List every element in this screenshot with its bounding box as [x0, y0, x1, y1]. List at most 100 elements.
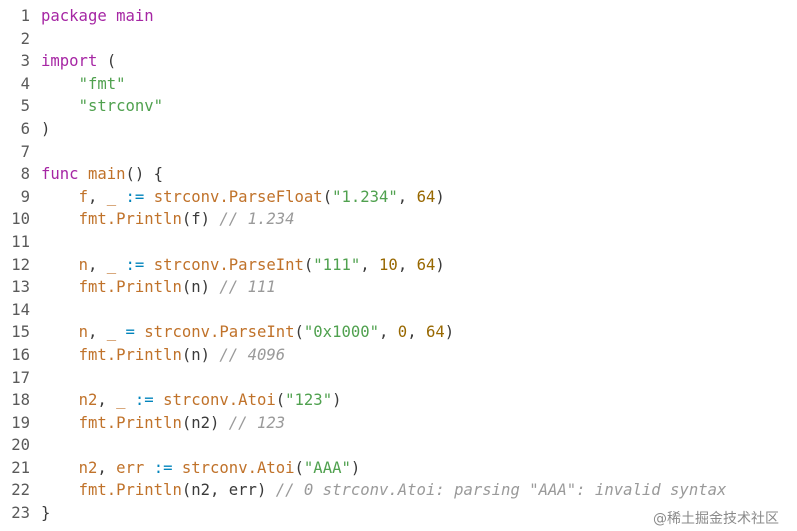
code-text[interactable]: } [41, 502, 50, 525]
code-token [41, 210, 79, 228]
code-token: // 123 [228, 413, 286, 432]
code-token [41, 75, 79, 93]
line-number: 19 [11, 413, 30, 432]
code-text[interactable]: import ( [41, 50, 116, 73]
code-line[interactable]: 19 fmt.Println(n2) // 123 [0, 412, 797, 435]
code-token: ) [435, 255, 445, 274]
code-token: 0 [397, 323, 408, 342]
code-line[interactable]: 8 func main() { [0, 163, 797, 186]
code-line[interactable]: 20 [0, 434, 797, 457]
code-text[interactable]: fmt.Println(n) // 4096 [41, 344, 286, 367]
code-token: ) [444, 323, 455, 342]
line-number: 16 [11, 345, 30, 364]
code-line[interactable]: 11 [0, 231, 797, 254]
code-line[interactable]: 15 n, _ = strconv.ParseInt("0x1000", 0, … [0, 321, 797, 344]
code-token: _ [106, 187, 117, 206]
code-line[interactable]: 6) [0, 118, 797, 141]
code-line[interactable]: 2 [0, 28, 797, 51]
code-text[interactable]: fmt.Println(f) // 1.234 [41, 208, 295, 231]
code-token: 64 [416, 187, 436, 206]
code-line[interactable]: 17 [0, 367, 797, 390]
code-token [116, 188, 125, 206]
code-text[interactable]: package main [41, 5, 154, 28]
code-line[interactable]: 16 fmt.Println(n) // 4096 [0, 344, 797, 367]
code-token [116, 256, 125, 274]
code-line[interactable]: 13 fmt.Println(n) // 111 [0, 276, 797, 299]
code-token: strconv.ParseInt [153, 255, 304, 274]
code-token: _ [116, 391, 126, 410]
line-number: 17 [11, 368, 30, 387]
code-token: err [116, 458, 145, 477]
code-line[interactable]: 14 [0, 299, 797, 322]
code-text[interactable]: f, _ := strconv.ParseFloat("1.234", 64) [41, 186, 445, 209]
code-line[interactable]: 9 f, _ := strconv.ParseFloat("1.234", 64… [0, 186, 797, 209]
code-line[interactable]: 21 n2, err := strconv.Atoi("AAA") [0, 457, 797, 480]
code-line[interactable]: 4 "fmt" [0, 73, 797, 96]
line-number: 7 [20, 142, 30, 161]
code-text[interactable]: n, _ := strconv.ParseInt("111", 10, 64) [41, 254, 445, 277]
line-number: 13 [11, 278, 30, 297]
code-line[interactable]: 1 package main [0, 5, 797, 28]
code-token: "111" [313, 255, 361, 274]
code-token: } [41, 504, 51, 523]
code-token: "strconv" [78, 97, 164, 116]
code-text[interactable]: n, _ = strconv.ParseInt("0x1000", 0, 64) [41, 321, 455, 344]
line-number: 20 [11, 436, 30, 455]
code-line[interactable]: 23} [0, 502, 797, 525]
code-token: ) [332, 391, 342, 410]
code-token: strconv.ParseFloat [153, 187, 323, 206]
code-token: (n2) [181, 413, 229, 432]
code-text[interactable]: func main() { [41, 163, 163, 186]
line-number: 14 [11, 300, 30, 319]
code-token [41, 391, 79, 409]
code-text[interactable]: fmt.Println(n2) // 123 [41, 412, 286, 435]
code-token: "1.234" [332, 187, 398, 206]
code-line[interactable]: 5 "strconv" [0, 95, 797, 118]
code-token: fmt.Println [78, 413, 182, 432]
code-text[interactable]: n2, _ := strconv.Atoi("123") [41, 389, 342, 412]
code-token [144, 188, 153, 206]
code-token [41, 256, 79, 274]
code-token: "0x1000" [303, 323, 380, 342]
code-line[interactable]: 12 n, _ := strconv.ParseInt("111", 10, 6… [0, 254, 797, 277]
line-number: 8 [20, 165, 30, 184]
code-line[interactable]: 18 n2, _ := strconv.Atoi("123") [0, 389, 797, 412]
code-token: n [78, 323, 88, 342]
code-text[interactable]: fmt.Println(n) // 111 [41, 276, 276, 299]
code-text[interactable]: fmt.Println(n2, err) // 0 strconv.Atoi: … [41, 479, 727, 502]
line-number: 15 [11, 323, 30, 342]
code-token: (f) [181, 210, 220, 229]
code-text[interactable]: "fmt" [41, 73, 126, 96]
code-line[interactable]: 10 fmt.Println(f) // 1.234 [0, 208, 797, 231]
code-text[interactable]: n2, err := strconv.Atoi("AAA") [41, 457, 361, 480]
code-token: strconv.ParseInt [144, 323, 295, 342]
code-token [116, 323, 125, 341]
code-line[interactable]: 3 import ( [0, 50, 797, 73]
code-token [41, 97, 79, 115]
code-line[interactable]: 22 fmt.Println(n2, err) // 0 strconv.Ato… [0, 479, 797, 502]
code-token: n2 [78, 391, 98, 410]
code-token: _ [106, 323, 117, 342]
code-token: strconv.Atoi [181, 458, 295, 477]
line-number: 1 [20, 7, 30, 25]
code-token: n2 [78, 458, 98, 477]
code-token [41, 323, 79, 341]
code-token: (n2, err) [181, 481, 276, 500]
code-token: _ [106, 255, 117, 274]
code-token: // 0 strconv.Atoi: parsing "AAA": invali… [275, 481, 727, 500]
code-token: n [78, 255, 88, 274]
code-token: "fmt" [78, 74, 126, 93]
code-token: fmt.Println [78, 210, 182, 229]
code-token: fmt.Println [78, 345, 182, 364]
code-token: := [134, 391, 154, 410]
code-token: ) [350, 458, 361, 477]
code-token: f [78, 187, 88, 206]
code-text[interactable]: ) [41, 118, 50, 141]
line-number: 3 [20, 52, 30, 71]
code-text[interactable]: "strconv" [41, 95, 164, 118]
line-number: 6 [20, 119, 30, 138]
code-token [107, 7, 116, 25]
code-line[interactable]: 7 [0, 141, 797, 164]
code-token: (n) [181, 278, 220, 297]
